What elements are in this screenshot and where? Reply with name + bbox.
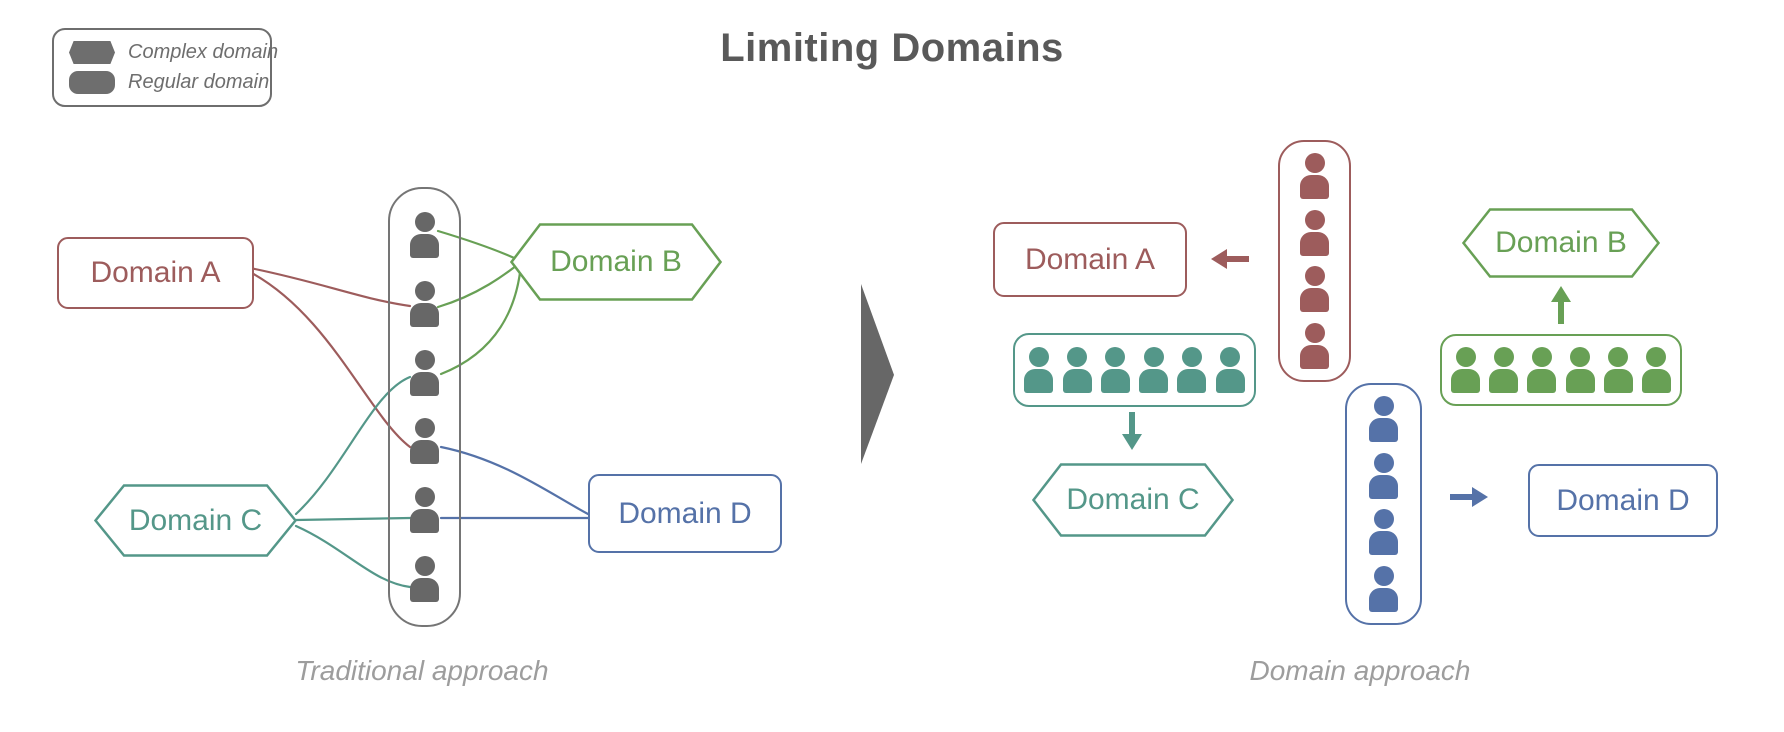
person-icon — [410, 211, 439, 258]
person-icon — [1100, 347, 1130, 393]
right-domain-c-node: Domain C — [1032, 463, 1234, 537]
right-domain-a-node: Domain A — [993, 222, 1187, 297]
person-icon — [1215, 347, 1245, 393]
rounded-rect-shape-icon — [69, 71, 115, 94]
person-icon — [1369, 566, 1398, 613]
person-icon — [1451, 347, 1481, 393]
person-icon — [410, 280, 439, 327]
left-domain-b-node: Domain B — [510, 223, 722, 301]
person-icon — [1024, 347, 1054, 393]
person-icon — [1062, 347, 1092, 393]
person-icon — [1177, 347, 1207, 393]
person-icon — [1139, 347, 1169, 393]
person-icon — [1369, 395, 1398, 442]
person-icon — [410, 487, 439, 534]
team-domain-a — [1278, 140, 1351, 382]
link-domain-a-person-4 — [248, 270, 412, 449]
legend: Complex domain Regular domain — [52, 28, 278, 107]
hexagon-shape — [94, 484, 297, 557]
person-icon — [1565, 347, 1595, 393]
legend-complex-label: Complex domain — [128, 41, 279, 63]
person-icon — [1641, 347, 1671, 393]
team-domain-b — [1440, 334, 1682, 406]
transition-arrow-icon — [861, 284, 894, 464]
left-domain-a-label: Domain A — [90, 256, 221, 289]
right-domain-d-node: Domain D — [1528, 464, 1718, 537]
link-domain-a-person-2 — [248, 266, 412, 308]
left-domain-d-label: Domain D — [618, 496, 752, 530]
link-person-4-domain-d — [439, 445, 590, 516]
hexagon-shape — [1462, 208, 1660, 278]
person-icon — [1300, 323, 1329, 370]
hexagon-shape — [1032, 463, 1234, 537]
page-title: Limiting Domains — [720, 26, 1064, 70]
right-domain-d-label: Domain D — [1556, 483, 1690, 517]
left-domain-c-node: Domain C — [94, 484, 297, 557]
left-caption: Traditional approach — [295, 655, 549, 686]
arrow-left-icon — [1211, 247, 1249, 271]
shared-team-pool — [388, 187, 461, 627]
arrow-right-icon — [1450, 485, 1488, 509]
team-domain-d — [1345, 383, 1422, 625]
person-icon — [1527, 347, 1557, 393]
team-domain-c — [1013, 333, 1256, 407]
legend-regular-label: Regular domain — [128, 71, 270, 93]
left-domain-c-label: Domain C — [128, 503, 263, 537]
person-icon — [1489, 347, 1519, 393]
arrow-up-icon — [1549, 286, 1573, 324]
arrow-down-icon — [1120, 412, 1144, 450]
legend-row-complex: Complex domain — [69, 41, 278, 64]
left-domain-a-node: Domain A — [57, 237, 254, 309]
left-domain-b-label: Domain B — [550, 245, 682, 278]
person-icon — [410, 556, 439, 603]
person-icon — [1369, 509, 1398, 556]
hexagon-shape — [510, 223, 722, 301]
right-domain-b-label: Domain B — [1495, 226, 1627, 259]
right-domain-b-node: Domain B — [1462, 208, 1660, 278]
right-caption: Domain approach — [1249, 655, 1471, 686]
person-icon — [1369, 452, 1398, 499]
left-domain-d-node: Domain D — [588, 474, 782, 553]
hexagon-shape-icon — [69, 41, 115, 64]
person-icon — [1603, 347, 1633, 393]
person-icon — [410, 349, 439, 396]
person-icon — [1300, 209, 1329, 256]
person-icon — [1300, 152, 1329, 199]
legend-row-regular: Regular domain — [69, 71, 269, 94]
right-domain-c-label: Domain C — [1066, 483, 1200, 516]
person-icon — [1300, 266, 1329, 313]
person-icon — [410, 418, 439, 465]
right-domain-a-label: Domain A — [1024, 242, 1156, 276]
